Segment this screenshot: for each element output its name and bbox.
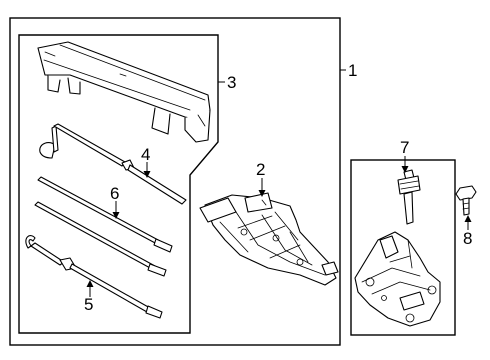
callout-6: 6 xyxy=(110,184,119,203)
callout-3: 3 xyxy=(227,73,236,92)
extension-rod xyxy=(37,176,173,253)
extension-rod-2 xyxy=(34,201,167,277)
tool-kit-frame xyxy=(18,34,219,334)
callout-5: 5 xyxy=(84,295,93,314)
hook-kit-frame xyxy=(350,159,456,336)
callout-7: 7 xyxy=(400,138,409,157)
callout-1: 1 xyxy=(348,61,357,80)
hook-rod xyxy=(25,235,163,319)
tow-hook xyxy=(397,169,421,225)
assembly-frame xyxy=(9,17,341,346)
storage-tray xyxy=(37,41,211,143)
callout-2: 2 xyxy=(256,160,265,179)
hook-bracket xyxy=(354,231,441,327)
callout-8: 8 xyxy=(463,229,472,248)
scissor-jack xyxy=(199,192,339,286)
callout-4: 4 xyxy=(141,145,150,164)
bolt xyxy=(455,185,477,216)
jack-handle xyxy=(39,123,187,205)
